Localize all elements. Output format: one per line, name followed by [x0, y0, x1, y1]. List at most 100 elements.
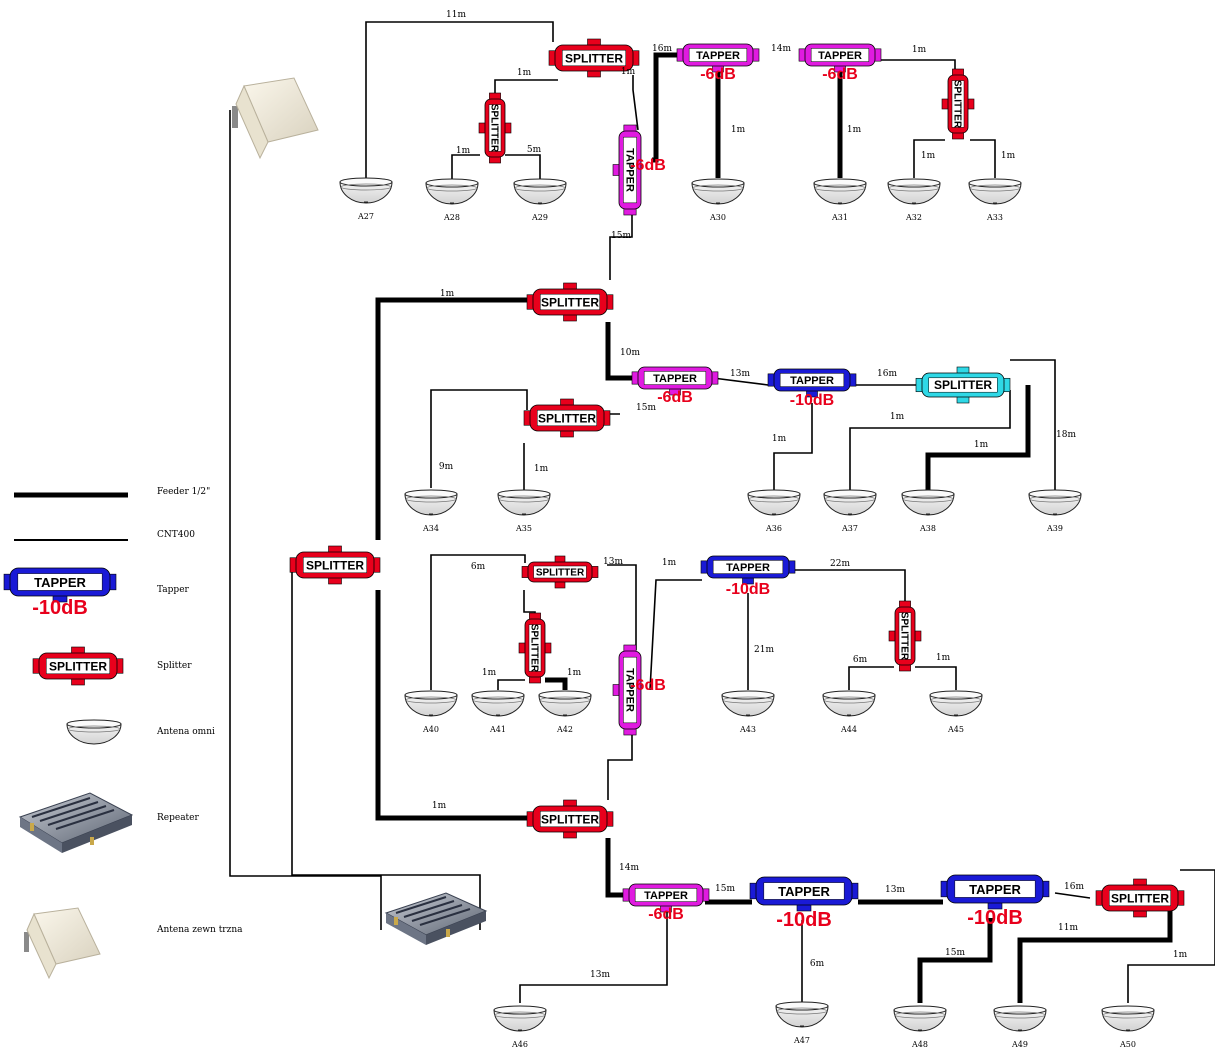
legend-splitter: SPLITTER [32, 646, 124, 686]
cable-segment [497, 679, 525, 690]
cable-segment [229, 110, 382, 930]
antenna-id-label: A35 [515, 524, 532, 533]
cable-segment [795, 569, 906, 605]
splitter-a44: SPLITTER [888, 600, 922, 672]
splitter-a28: SPLITTER [478, 92, 512, 164]
splitter-a41: SPLITTER [518, 612, 552, 684]
legend-splitter-icon: SPLITTER [32, 646, 124, 686]
attenuation-label: -10dB [32, 597, 88, 619]
antenna-id-label: A28 [443, 213, 460, 222]
cable-segment [970, 139, 996, 178]
tapper-a36: TAPPER -10dB [767, 368, 857, 409]
cable-segment [649, 579, 702, 691]
cable-segment [375, 590, 527, 821]
omni-antenna: A42 [538, 690, 592, 734]
cable-length-label: 18m [1056, 430, 1076, 440]
cable-length-label: 15m [945, 948, 965, 958]
cable-length-label: 13m [885, 885, 905, 895]
cable-length-label: 1m [1173, 950, 1188, 960]
splitter-row2: SPLITTER [526, 282, 614, 322]
antenna-id-label: A43 [739, 725, 756, 734]
splitter-label: SPLITTER [49, 659, 107, 673]
legend-tapper-label: Tapper [157, 585, 190, 595]
cable-segment [632, 75, 639, 131]
cable-length-label: 15m [636, 403, 656, 413]
antenna-id-label: A39 [1046, 524, 1063, 533]
cable-segment [494, 79, 558, 104]
tapper-a31: TAPPER-6dB [798, 43, 882, 83]
cable-length-label: 11m [446, 10, 466, 20]
attenuation-label: -6dB [657, 389, 693, 406]
cable-segment [609, 213, 633, 280]
omni-antenna: A37 [823, 489, 877, 533]
antenna-id-label: A34 [422, 524, 439, 533]
cable-length-label: 9m [439, 462, 454, 472]
cable-length-label: 1m [662, 558, 677, 568]
cable-length-label: 1m [482, 668, 497, 678]
cable-length-label: 16m [1064, 882, 1084, 892]
splitter-label: SPLITTER [538, 411, 596, 425]
cable-segment [605, 322, 636, 381]
cable-segment [925, 385, 1031, 490]
antenna-id-label: A30 [709, 213, 726, 222]
attenuation-label: -6dB [822, 66, 858, 83]
legend-tapper-icon: TAPPER -10dB [3, 567, 117, 619]
omni-antenna: A43 [721, 690, 775, 734]
legend-splitter-label: Splitter [157, 661, 192, 671]
cable-length-label: 15m [611, 231, 631, 241]
cable-length-label: 1m [912, 45, 927, 55]
attenuation-label: -10dB [726, 581, 770, 598]
legend-omni-label: Antena omni [156, 727, 215, 737]
omni-antenna: A39 [1028, 489, 1082, 533]
splitter-main: SPLITTER [289, 545, 381, 585]
omni-antenna: A46 [493, 1005, 547, 1049]
antenna-id-label: A49 [1011, 1040, 1028, 1049]
omni-antenna: A27 [339, 177, 393, 221]
repeater-icon [384, 892, 488, 945]
cable-segment [848, 666, 894, 690]
tapper-vertical-top: TAPPER-6dB [612, 124, 666, 216]
cable-length-label: 11m [1058, 923, 1078, 933]
cable-length-label: 1m [936, 653, 951, 663]
cable-length-label: 14m [619, 863, 639, 873]
cable-segment [505, 154, 541, 180]
splitter-top: SPLITTER [548, 38, 640, 78]
omni-antenna: A47 [775, 1001, 829, 1045]
tapper-row2: TAPPER -6dB [631, 366, 719, 406]
cable-length-label: 14m [771, 44, 791, 54]
cable-length-label: 6m [810, 959, 825, 969]
tapper-vertical-mid: TAPPER-6dB [612, 644, 666, 736]
antenna-id-label: A48 [911, 1040, 928, 1049]
tapper-a48: TAPPER-10dB [940, 874, 1050, 929]
legend-external-antenna-icon [24, 907, 101, 980]
cable-segment [607, 564, 637, 650]
tapper-a30: TAPPER-6dB [676, 43, 760, 83]
cable-length-label: 1m [621, 67, 636, 77]
omni-antenna: A44 [822, 690, 876, 734]
cable-segment [430, 389, 528, 488]
splitter-label: SPLITTER [306, 558, 364, 572]
legend: Feeder 1/2" CNT400 TAPPER-10dB Tapper SP… [3, 487, 243, 980]
cable-length-label: 21m [754, 645, 774, 655]
cable-length-label: 10m [620, 348, 640, 358]
tapper-label: TAPPER [34, 575, 86, 590]
cable-length-label: 6m [471, 562, 486, 572]
tapper-label: TAPPER [644, 890, 688, 902]
omni-antenna: A32 [887, 178, 941, 222]
omni-antenna: A34 [404, 489, 458, 533]
cable-length-label: 1m [456, 146, 471, 156]
omni-antenna: A49 [993, 1005, 1047, 1049]
tapper-a43: TAPPER-10dB [700, 555, 796, 598]
tapper-label: TAPPER [790, 375, 834, 387]
cable-length-label: 16m [877, 369, 897, 379]
attenuation-label: -10dB [790, 392, 834, 409]
splitter-a34: SPLITTER [523, 398, 611, 438]
tapper-a47: TAPPER-10dB [749, 876, 859, 931]
splitter-a40: SPLITTER [521, 555, 599, 589]
splitter-label: SPLITTER [952, 80, 963, 129]
splitter-row4: SPLITTER [526, 799, 614, 839]
attenuation-label: -6dB [630, 157, 666, 174]
tapper-label: TAPPER [653, 373, 697, 385]
